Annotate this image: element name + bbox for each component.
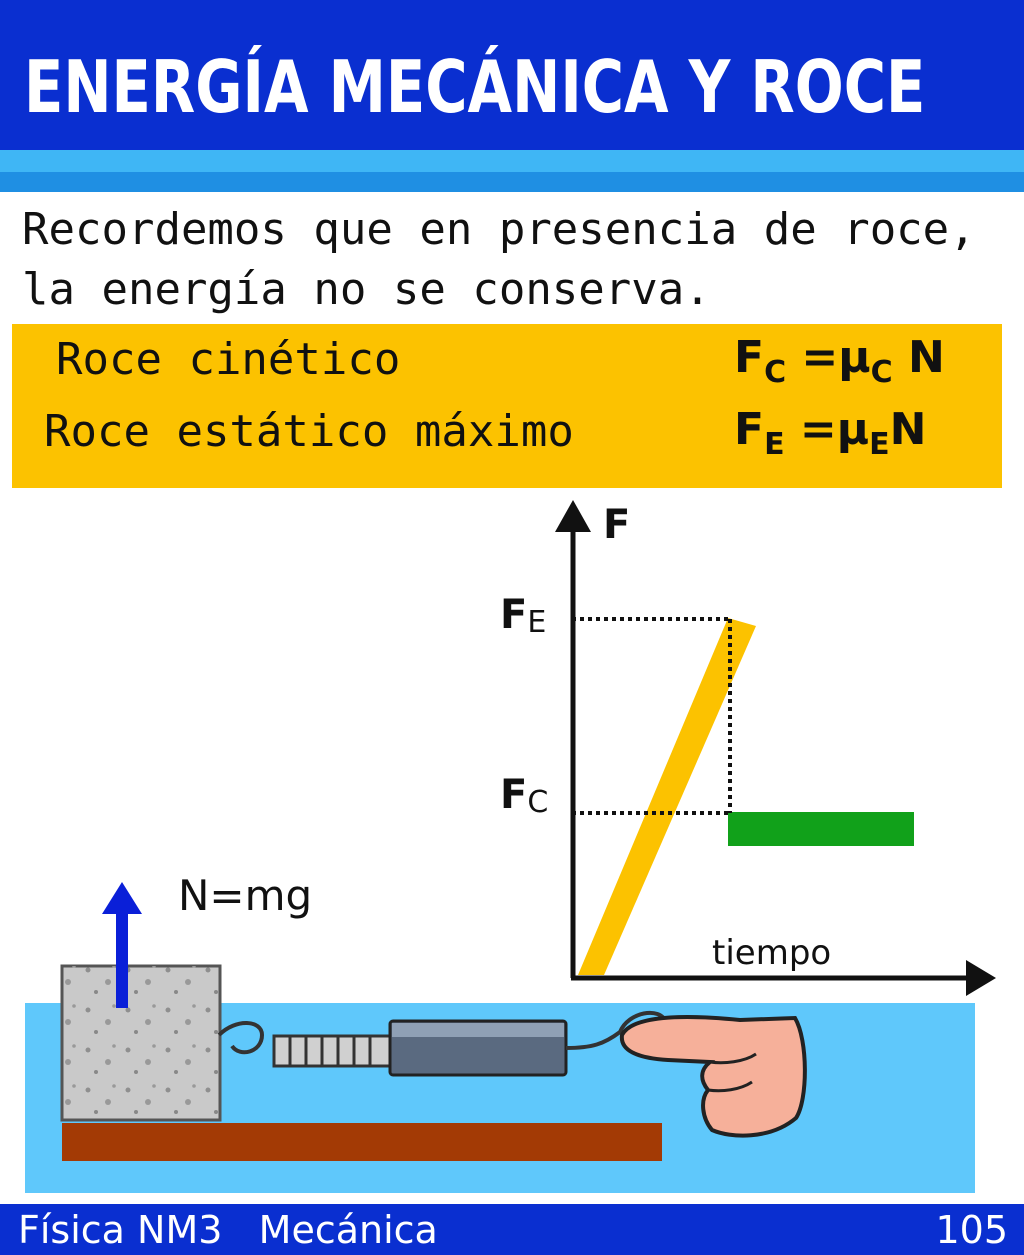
page-number: 105	[935, 1208, 1008, 1252]
normal-force-arrowhead	[102, 882, 142, 914]
block	[60, 964, 222, 1122]
friction-formulas-box: Roce cinético FC =μC N Roce estático máx…	[12, 324, 1002, 488]
force-time-graph: F tiempo FE FC	[500, 500, 996, 996]
friction-diagram: F tiempo FE FC N=mg	[25, 500, 996, 1193]
intro-line-2: la energía no se conserva.	[22, 264, 711, 315]
x-axis-arrowhead	[966, 960, 996, 996]
footer-course: Física NM3 Mecánica	[18, 1208, 438, 1252]
intro-line-1: Recordemos que en presencia de roce,	[22, 204, 976, 255]
hand-finger-crease-2	[709, 1052, 757, 1065]
header-stripe-light	[0, 150, 1024, 172]
dynamometer-hook	[565, 1011, 668, 1050]
header-stripe-dark	[0, 172, 1024, 192]
y-axis-label: F	[603, 502, 630, 548]
normal-force-label: N=mg	[178, 871, 312, 920]
x-axis-label: tiempo	[712, 933, 831, 973]
y-axis-arrowhead	[555, 500, 591, 532]
spring-coil	[272, 1034, 396, 1068]
kinetic-friction-formula: FC =μC N	[734, 332, 945, 390]
hand-finger-crease	[707, 1080, 753, 1093]
kinetic-friction-level	[728, 812, 914, 846]
static-friction-formula: FE =μEN	[734, 404, 927, 462]
floor-board	[62, 1123, 662, 1161]
dynamometer-highlight	[392, 1023, 564, 1037]
title-bar: ENERGÍA MECÁNICA Y ROCE	[0, 0, 1024, 150]
footer-bar: Física NM3 Mecánica 105	[0, 1204, 1024, 1255]
fe-label: FE	[500, 592, 546, 640]
page-title: ENERGÍA MECÁNICA Y ROCE	[24, 45, 926, 129]
static-friction-ramp	[578, 618, 756, 975]
spring-hook	[217, 1021, 265, 1055]
fc-label: FC	[500, 772, 548, 820]
intro-text: Recordemos que en presencia de roce, la …	[22, 200, 1012, 320]
static-friction-label: Roce estático máximo	[44, 406, 574, 457]
kinetic-friction-label: Roce cinético	[56, 334, 401, 385]
